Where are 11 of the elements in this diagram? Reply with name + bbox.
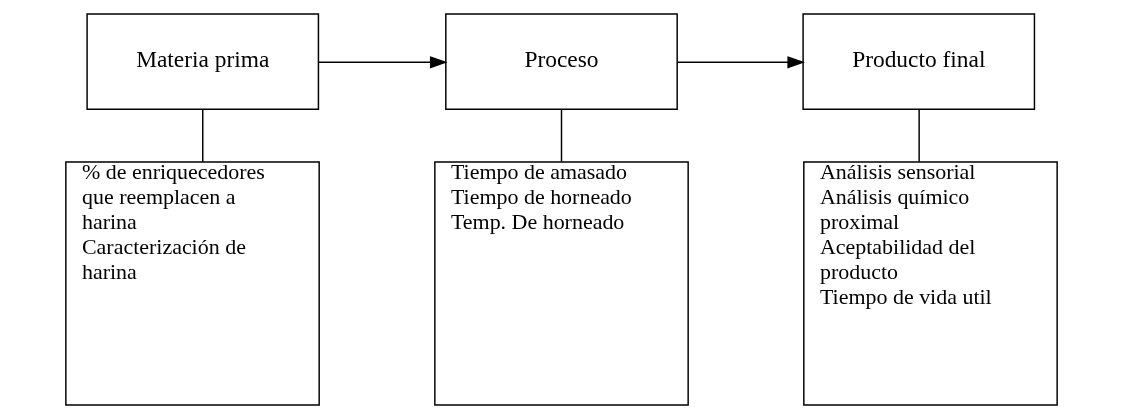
node-box: Materia prima xyxy=(86,13,320,110)
node-box: Proceso xyxy=(445,13,678,110)
node-box: % de enriquecedores que reemplacen a harina Caracterización de harina xyxy=(65,161,320,406)
node-box: Producto final xyxy=(802,13,1036,110)
connector xyxy=(918,108,920,163)
node-box: Análisis sensorial Análisis químico proximal Aceptabilidad del producto Tiempo de vida util xyxy=(803,161,1058,406)
connector xyxy=(202,108,204,163)
arrow xyxy=(318,56,448,69)
arrow xyxy=(676,56,805,69)
connector xyxy=(560,108,563,163)
node-box: Tiempo de amasado Tiempo de horneado Temp. De horneado xyxy=(434,161,689,406)
